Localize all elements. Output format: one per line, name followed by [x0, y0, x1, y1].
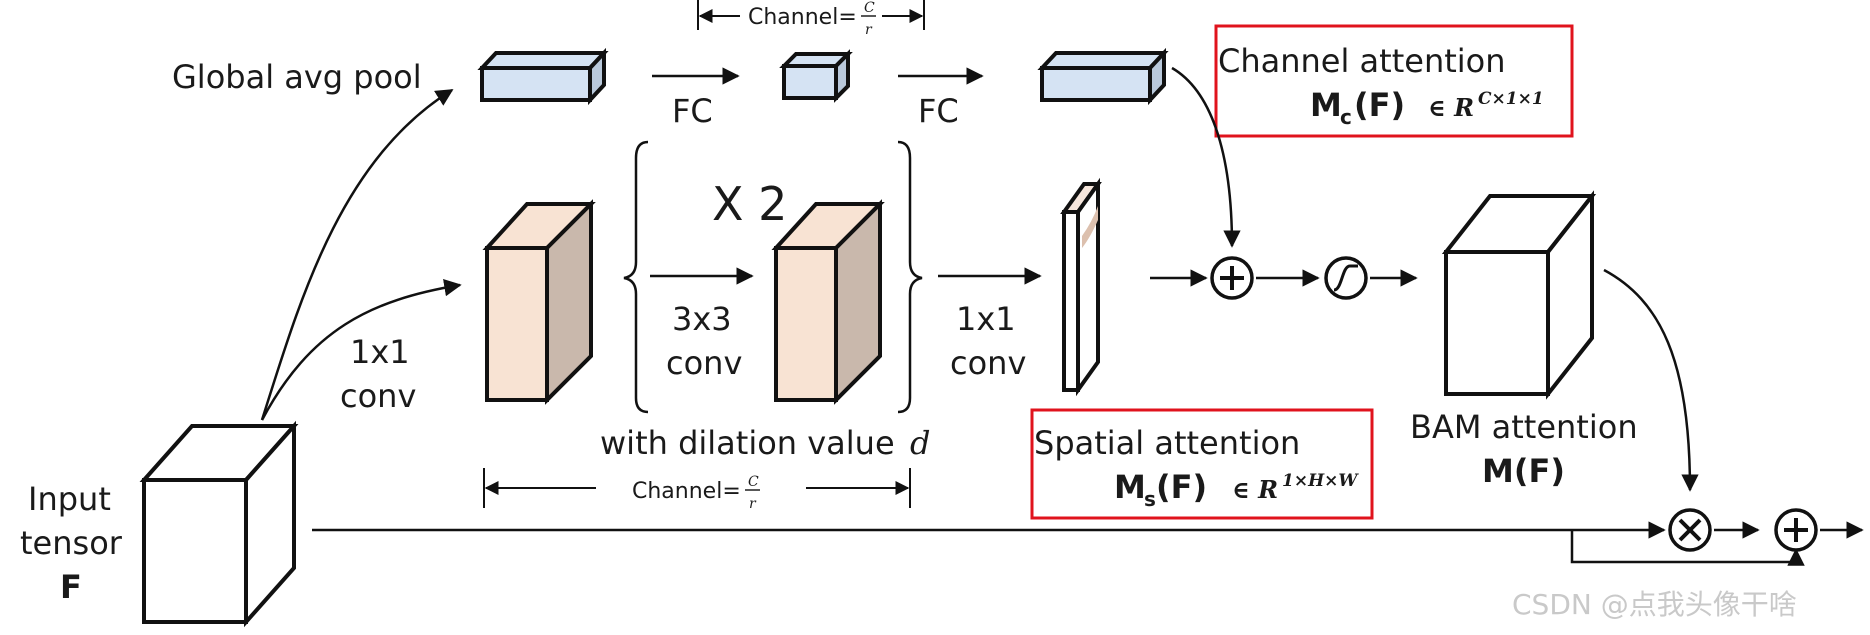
spatial-attention-formula: M s (F) ∈ R 1×H×W	[1114, 468, 1359, 511]
arrow-residual-skip	[1570, 530, 1805, 566]
repeat-label: X 2	[712, 177, 787, 231]
input-label-line3: F	[60, 568, 82, 606]
dilated-conv-feature-box	[771, 199, 885, 405]
input-label-line2: tensor	[20, 524, 123, 562]
conv1x1-left-line1: 1x1	[350, 333, 410, 371]
channel-attention-title: Channel attention	[1218, 42, 1506, 80]
bam-formula: M(F)	[1482, 452, 1565, 490]
reduced-vector-box	[779, 49, 853, 103]
sum-node	[1210, 256, 1254, 300]
channel-bottom-prefix: Channel=	[632, 479, 741, 504]
channel-attention-formula: M c (F) ∈ R C×1×1	[1310, 86, 1544, 129]
channel-top-frac-num: C	[864, 0, 875, 16]
pooled-vector-box	[477, 47, 609, 106]
dilated-conv-group: X 2 3x3 conv	[623, 140, 923, 414]
fc1-label: FC	[672, 92, 713, 130]
arrow-bam-to-multiply	[1603, 268, 1699, 492]
channel-dimension-bottom: Channel= C r	[483, 468, 911, 512]
sigmoid-node	[1324, 256, 1368, 300]
ca-formula-dims: C×1×1	[1478, 89, 1544, 109]
residual-add-node	[1774, 508, 1818, 552]
ca-formula-sub: c	[1340, 105, 1352, 129]
channel-top-frac-den: r	[865, 22, 873, 38]
channel-bottom-frac-num: C	[748, 474, 759, 490]
input-tensor-box	[139, 420, 299, 628]
watermark: CSDN @点我头像干啥	[1512, 588, 1797, 621]
spatial-map-box	[1060, 177, 1102, 397]
channel-top-prefix: Channel=	[748, 5, 857, 30]
arrow-input-to-gap	[260, 88, 454, 421]
bam-attention-box	[1441, 190, 1597, 400]
sa-formula-dims: 1×H×W	[1282, 471, 1359, 491]
arrow-input-to-conv	[260, 278, 462, 421]
sa-formula-main: M	[1114, 468, 1146, 506]
channel-dimension-top: Channel= C r	[697, 0, 925, 38]
arrow-channel-to-sum	[1171, 66, 1241, 248]
conv3x3-line2: conv	[666, 344, 742, 382]
conv3x3-line1: 3x3	[672, 300, 732, 338]
spatial-attention-title: Spatial attention	[1034, 424, 1300, 462]
dilation-var: d	[910, 424, 930, 462]
channel-attention-highlight	[1214, 24, 1574, 138]
ca-formula-arg: (F)	[1354, 86, 1405, 124]
sa-formula-set: ∈ R	[1232, 475, 1278, 504]
fc2-label: FC	[918, 92, 959, 130]
conv1x1-right-line2: conv	[950, 344, 1026, 382]
channel-bottom-frac-den: r	[749, 496, 757, 512]
conv1x1-left-line2: conv	[340, 377, 416, 415]
spatial-attention-highlight	[1030, 408, 1374, 520]
bam-title: BAM attention	[1410, 408, 1638, 446]
channel-attention-vector-box	[1037, 47, 1169, 106]
sa-formula-arg: (F)	[1156, 468, 1207, 506]
ca-formula-set: ∈ R	[1428, 93, 1474, 122]
ca-formula-main: M	[1310, 86, 1342, 124]
reduced-feature-box	[482, 199, 596, 405]
dilation-label-prefix: with dilation value	[600, 424, 895, 462]
sa-formula-sub: s	[1144, 487, 1156, 511]
multiply-node	[1668, 508, 1712, 552]
global-avg-pool-label: Global avg pool	[172, 58, 422, 96]
conv1x1-right-line1: 1x1	[956, 300, 1016, 338]
input-label-line1: Input	[28, 480, 111, 518]
